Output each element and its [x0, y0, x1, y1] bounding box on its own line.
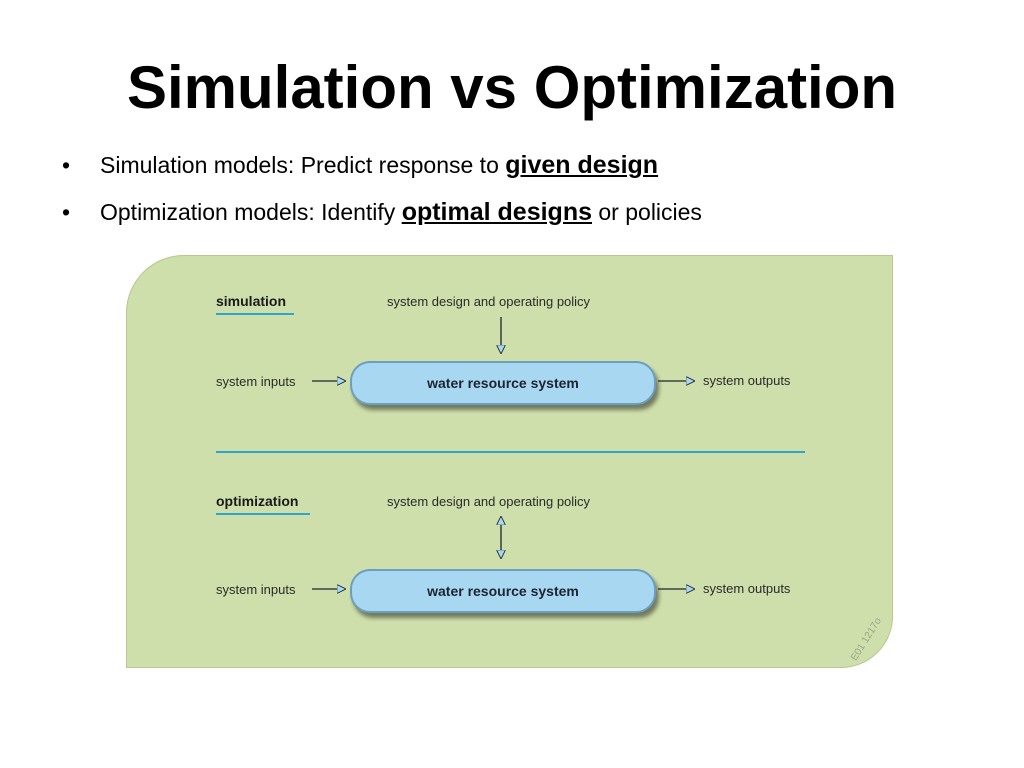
bullet-marker: •: [62, 199, 71, 225]
simulation-optimization-diagram: simulation system design and operating p…: [126, 255, 893, 668]
optimization-policy-label: system design and operating policy: [387, 494, 591, 509]
simulation-policy-label: system design and operating policy: [387, 294, 591, 309]
simulation-outputs-label: system outputs: [703, 373, 791, 388]
bullet-marker: •: [62, 152, 71, 178]
bullet-item-optimization: • Optimization models: Identify optimal …: [62, 196, 702, 243]
optimization-section-label: optimization: [216, 493, 299, 509]
bullet-item-simulation: • Simulation models: Predict response to…: [62, 149, 702, 196]
bullet-emphasis: given design: [505, 151, 659, 179]
simulation-system-label: water resource system: [427, 375, 579, 391]
bullet-emphasis: optimal designs: [401, 198, 592, 226]
optimization-system-label: water resource system: [427, 583, 579, 599]
bullet-text: Simulation models: Predict response to: [100, 152, 506, 178]
optimization-outputs-label: system outputs: [703, 581, 791, 596]
diagram-arrows: [312, 317, 893, 668]
slide-title: Simulation vs Optimization: [126, 54, 898, 121]
simulation-section-label: simulation: [216, 293, 287, 309]
section-divider: [216, 451, 805, 453]
simulation-inputs-label: system inputs: [216, 374, 296, 389]
optimization-system-pill: water resource system: [350, 569, 656, 613]
bullet-list: • Simulation models: Predict response to…: [62, 149, 702, 243]
bullet-suffix: or policies: [592, 199, 702, 225]
simulation-underline: [216, 313, 294, 315]
optimization-underline: [216, 513, 310, 515]
simulation-system-pill: water resource system: [350, 361, 656, 405]
bullet-text: Optimization models: Identify: [100, 199, 402, 225]
optimization-inputs-label: system inputs: [216, 582, 296, 597]
